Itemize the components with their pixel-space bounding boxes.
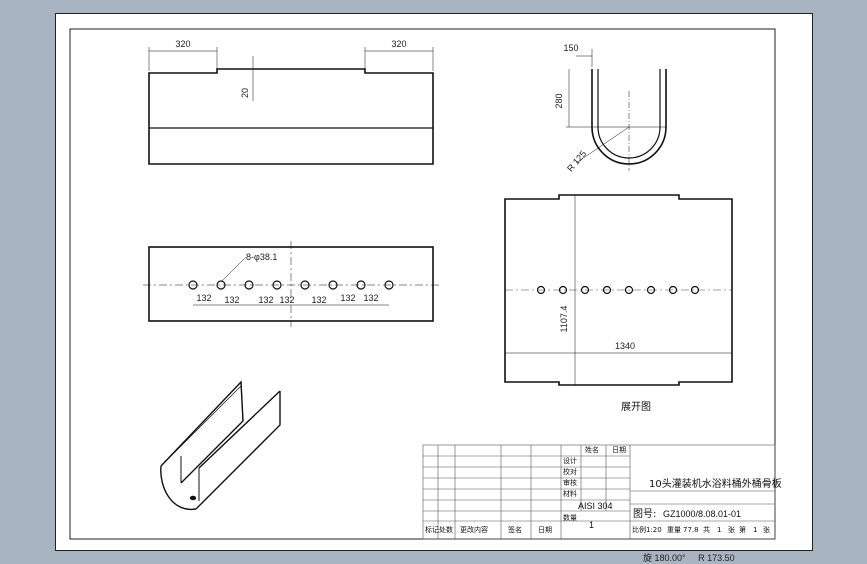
flat-hole-2 xyxy=(558,285,568,295)
flat-pattern-view xyxy=(504,194,733,386)
hole-5 xyxy=(300,280,310,290)
dim-flat-width: 1340 xyxy=(615,341,635,351)
status-radius: R 173.50 xyxy=(698,553,735,563)
hole-2 xyxy=(216,280,226,290)
iso-right-edge xyxy=(195,391,281,510)
status-angle: 旋 180.00° xyxy=(643,553,686,563)
dim-flange: 150 xyxy=(563,43,578,53)
drawing-sheet: 320 320 20 150 280 R 125 8-φ38.1 132 132… xyxy=(55,13,813,551)
tb-total-value: 1 xyxy=(717,526,721,534)
tb-drawing-no-label: 图号: xyxy=(633,508,656,520)
u-profile-outer xyxy=(591,69,667,165)
dim-radius: R 125 xyxy=(565,149,588,174)
hole-4 xyxy=(272,280,282,290)
flat-hole-5 xyxy=(624,285,634,295)
tb-sheet-unit-1: 张 xyxy=(728,525,735,534)
iso-bottom-curve xyxy=(160,465,197,510)
hole-8 xyxy=(384,280,394,290)
hole-1 xyxy=(188,280,198,290)
hole-spacing-3: 132 xyxy=(258,295,273,305)
tb-bottom-4: 日期 xyxy=(538,526,552,534)
dim-notch-depth: 20 xyxy=(240,88,250,98)
hole-6 xyxy=(328,280,338,290)
dim-line-radius xyxy=(575,126,630,164)
iso-hole xyxy=(189,495,197,501)
flat-hole-6 xyxy=(646,285,656,295)
isometric-view xyxy=(160,380,281,510)
tb-role-design: 设计 xyxy=(563,456,577,465)
tb-role-material: 材料 xyxy=(563,489,577,498)
tb-scale-label: 比例 xyxy=(632,525,646,534)
tb-material: AISI 304 xyxy=(578,501,613,511)
flat-hole-1 xyxy=(536,285,546,295)
tb-part-title: 10头灌装机水浴料桶外桶骨板 xyxy=(649,477,782,490)
dim-flat-height: 1107.4 xyxy=(559,306,569,333)
tb-sheet-label: 第 xyxy=(739,525,746,534)
tb-bottom-3: 签名 xyxy=(508,525,522,534)
title-block xyxy=(422,444,776,540)
tb-sheet-unit-2: 张 xyxy=(763,525,770,534)
tb-role-review: 审核 xyxy=(563,478,577,487)
iso-right-top xyxy=(198,390,281,469)
status-bar: 旋 180.00° R 173.50 xyxy=(643,551,745,563)
hole-view xyxy=(143,241,439,327)
top-view xyxy=(148,47,434,165)
drawing-canvas: 320 320 20 150 280 R 125 8-φ38.1 132 132… xyxy=(69,28,782,540)
tb-header-name: 姓名 xyxy=(585,445,599,454)
hole-spacing-1: 132 xyxy=(196,293,211,303)
tb-quantity-label: 数量 xyxy=(563,513,577,522)
flat-pattern-outline xyxy=(504,194,733,386)
side-view xyxy=(566,49,667,171)
hole-callout: 8-φ38.1 xyxy=(246,252,277,262)
flat-hole-3 xyxy=(580,285,590,295)
tb-scale-value: 1:20 xyxy=(646,526,662,534)
tb-weight-label: 重量 xyxy=(667,526,681,534)
inner-frame xyxy=(69,28,776,540)
dim-top-right: 320 xyxy=(391,39,406,49)
top-view-outline xyxy=(148,68,434,165)
iso-left-wall xyxy=(160,380,244,484)
hole-spacing-5: 132 xyxy=(311,295,326,305)
tb-drawing-no: GZ1000/8.08.01-01 xyxy=(663,509,741,519)
flat-hole-8 xyxy=(690,285,700,295)
tb-role-check: 校对 xyxy=(563,467,577,476)
hole-spacing-2: 132 xyxy=(224,295,239,305)
tb-weight-value: 77.8 xyxy=(683,526,699,534)
hole-spacing-6: 132 xyxy=(340,293,355,303)
flat-pattern-caption: 展开图 xyxy=(621,401,651,413)
tb-total-label: 共 xyxy=(703,525,710,534)
tb-sheet-value: 1 xyxy=(753,526,757,534)
tb-quantity: 1 xyxy=(589,520,594,530)
hole-7 xyxy=(356,280,366,290)
hole-spacing-4: 132 xyxy=(279,295,294,305)
flat-hole-4 xyxy=(602,285,612,295)
dim-side-height: 280 xyxy=(554,93,564,108)
flat-hole-7 xyxy=(668,285,678,295)
tb-bottom-1: 标记处数 xyxy=(425,525,453,534)
dim-top-left: 320 xyxy=(175,39,190,49)
tb-header-date: 日期 xyxy=(612,446,626,454)
hole-leader xyxy=(221,256,247,282)
hole-spacing-7: 132 xyxy=(363,293,378,303)
hole-3 xyxy=(244,280,254,290)
tb-bottom-2: 更改内容 xyxy=(460,525,488,534)
